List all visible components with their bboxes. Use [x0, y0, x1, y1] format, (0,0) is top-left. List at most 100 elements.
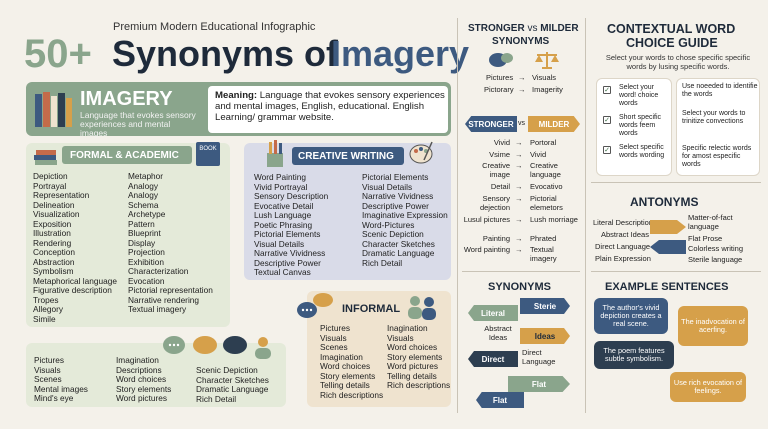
top-pair-1-left: Pictures	[486, 73, 514, 82]
column-divider-2	[585, 18, 586, 413]
formal-panel	[26, 143, 230, 327]
top-pair-2-right: Imagerity	[532, 85, 563, 94]
list-item: Conception	[33, 247, 75, 257]
guide-subtitle: Select your words to chose specific spec…	[605, 53, 751, 71]
antonyms-title: ANTONYMS	[630, 195, 699, 209]
formal-title-bar	[62, 146, 192, 164]
antonym-arrow-top	[650, 220, 686, 234]
pair-milder: Portoral	[530, 138, 557, 147]
list-item: Character Sketches	[362, 238, 435, 249]
list-item: Visuals	[387, 332, 414, 343]
list-item: Word choices	[387, 342, 438, 352]
checkbox-icon-1: ✓	[603, 86, 611, 94]
list-item: Pictures	[320, 323, 350, 333]
palette-icon	[408, 140, 434, 166]
list-item: Delineation	[33, 199, 75, 210]
list-item: Imagination	[116, 355, 159, 365]
row-divider-mid	[462, 271, 580, 272]
pair-arrow-icon: →	[515, 215, 523, 224]
list-item: Word Painting	[254, 172, 306, 182]
guide-left-card	[596, 78, 672, 176]
list-item: Metaphor	[128, 171, 164, 181]
examples-title: EXAMPLE SENTENCES	[605, 281, 729, 293]
list-item: Dramatic Language	[196, 384, 269, 394]
list-item: Representation	[33, 190, 90, 200]
syn-arrow-sterie: Sterie	[520, 298, 570, 314]
syn-arrow-literal: Literal	[468, 305, 518, 321]
list-item: Evocation	[128, 275, 165, 286]
guide-title-a: CONTEXTUAL WORD	[607, 22, 736, 36]
row-divider-right-2	[591, 271, 761, 272]
list-item: Allegory	[33, 304, 63, 314]
pair-arrow-icon: →	[515, 182, 523, 191]
list-item: Schema	[128, 199, 159, 210]
list-item: Inagination	[387, 323, 428, 333]
title-number: 50+	[24, 32, 92, 76]
stronger-title-b: MILDER	[540, 23, 579, 34]
list-item: Evocative Detail	[254, 200, 314, 211]
list-item: Visuals	[320, 332, 347, 343]
formal-title: FORMAL & ACADEMIC	[70, 150, 179, 161]
list-item: Narrative Vividness	[254, 248, 326, 258]
syn-arrow-ideas: Ideas	[520, 328, 570, 344]
meaning-text: Meaning: Language that evokes sensory ex…	[215, 90, 445, 123]
antonym-arrow-bottom	[650, 240, 686, 254]
pair-stronger: Sensory dejection	[479, 194, 510, 212]
list-item: Mind's eye	[34, 393, 74, 403]
list-item: Textual imagery	[128, 304, 187, 314]
list-item: Exposition	[33, 218, 72, 229]
informal-title: INFORMAL	[342, 303, 401, 315]
list-item: Visuals	[34, 364, 61, 375]
list-item: Rich descriptions	[387, 380, 451, 390]
guide-right-1: Use noeeded to identifie the words	[682, 83, 758, 98]
books-icon	[34, 90, 74, 128]
column-divider-1	[457, 18, 458, 413]
list-item: Metaphorical language	[33, 275, 117, 286]
list-item: Telling details	[320, 380, 370, 390]
list-item: Pattern	[128, 218, 155, 229]
list-item: Vivid Portrayal	[254, 181, 308, 192]
syn-arrow-direct: Direct	[468, 351, 518, 367]
milder-arrow: MILDER	[528, 116, 580, 132]
stronger-title-vs: vs	[527, 23, 538, 34]
list-item: Word choices	[320, 361, 371, 371]
chat-bubbles-icon	[295, 290, 335, 324]
pair-milder: Evocativo	[530, 182, 563, 191]
syn-direct-language: Direct Language	[522, 348, 556, 366]
pair-arrow-icon: →	[515, 234, 523, 243]
list-item: Sensory Description	[254, 191, 329, 201]
people-icon	[404, 291, 440, 323]
list-item: Rich Detail	[196, 393, 237, 404]
list-item: Pictorial Elements	[362, 172, 429, 182]
pair-stronger: Lusul pictures	[463, 215, 510, 224]
list-item: Word pictures	[387, 361, 439, 371]
list-item: Characterization	[128, 266, 189, 276]
list-item: Analogy	[128, 190, 158, 200]
stronger-title: STRONGER vs MILDER	[468, 24, 579, 34]
list-item: Scenic Depiction	[196, 365, 258, 375]
list-item: Poetic Phrasing	[254, 219, 313, 230]
list-item: Descriptive Power	[362, 200, 429, 211]
antonym-left-3: Direct Language	[595, 242, 651, 251]
list-item: Story elements	[116, 383, 172, 394]
guide-right-3: Specific relectic words for amost especi…	[682, 145, 752, 168]
chat-icon	[488, 51, 514, 69]
books-small-icon	[32, 141, 60, 167]
list-item: Display	[128, 237, 156, 248]
syn-arrow-flat-2: Flat	[476, 392, 524, 408]
antonym-left-1: Literal Description	[593, 218, 654, 227]
guide-left-1: Select your word! choice words	[619, 84, 659, 107]
pair-milder: Phrated	[530, 234, 557, 243]
list-item: Projection	[128, 247, 165, 257]
list-item: Descriptions	[116, 364, 162, 375]
pair-milder: Lush morriage	[530, 215, 578, 224]
pair-milder: Textual imagery	[530, 245, 557, 263]
list-item: Exhibition	[128, 256, 164, 267]
stronger-arrow: STRONGER	[465, 116, 517, 132]
banner-word: IMAGERY	[80, 88, 173, 110]
